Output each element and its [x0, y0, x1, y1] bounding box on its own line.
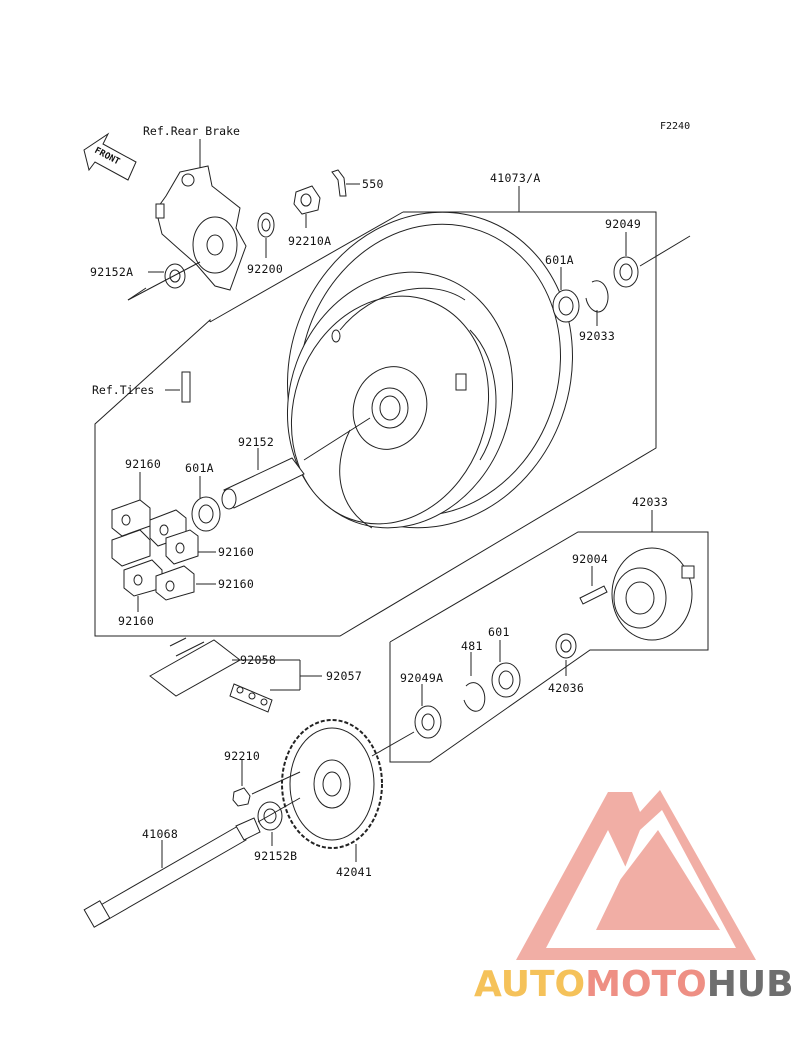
- label-601[interactable]: 601: [488, 625, 510, 639]
- coupling-42033-part: [611, 547, 695, 641]
- watermark-moto: MOTO: [585, 964, 707, 1005]
- bearing-601a-mid-part: [191, 496, 221, 532]
- label-92200[interactable]: 92200: [247, 262, 283, 276]
- label-92210a[interactable]: 92210A: [288, 234, 331, 248]
- label-42036[interactable]: 42036: [548, 681, 584, 695]
- label-92049a[interactable]: 92049A: [400, 671, 443, 685]
- label-92160-b[interactable]: 92160: [218, 545, 254, 559]
- axle-41068-part: [83, 817, 261, 928]
- label-92058[interactable]: 92058: [240, 653, 276, 667]
- label-92152a[interactable]: 92152A: [90, 265, 133, 279]
- label-92004[interactable]: 92004: [572, 552, 608, 566]
- label-42033[interactable]: 42033: [632, 495, 668, 509]
- bearing-601a-top-part: [552, 289, 580, 323]
- label-481[interactable]: 481: [461, 639, 483, 653]
- damper-92160-parts: [111, 499, 199, 601]
- sprocket-42041-part: [281, 719, 383, 849]
- label-42041[interactable]: 42041: [336, 865, 372, 879]
- watermark-auto: AUTO: [474, 964, 585, 1005]
- figure-code: F2240: [660, 121, 690, 132]
- label-41073a[interactable]: 41073/A: [490, 171, 541, 185]
- automotohub-logo-icon: [516, 790, 756, 960]
- label-92160-d[interactable]: 92160: [118, 614, 154, 628]
- label-601a-mid[interactable]: 601A: [185, 461, 214, 475]
- brake-bracket-part: [155, 165, 247, 291]
- seal-92049-part: [613, 256, 639, 288]
- seal-92049a-part: [414, 705, 442, 739]
- watermark-hub: HUB: [707, 964, 794, 1005]
- collar-92152-part: [221, 457, 305, 510]
- rear-wheel-part: [286, 211, 573, 529]
- stud-92004-part: [579, 585, 608, 605]
- chain-92057-part: [149, 637, 273, 713]
- nut-92210-part: [232, 787, 251, 807]
- label-41068[interactable]: 41068: [142, 827, 178, 841]
- collar-92152b-part: [257, 801, 283, 831]
- label-92152b[interactable]: 92152B: [254, 849, 297, 863]
- label-550[interactable]: 550: [362, 177, 384, 191]
- valve-stem-part: [181, 371, 191, 403]
- ref-tires-label[interactable]: Ref.Tires: [92, 383, 154, 397]
- washer-92200-part: [257, 212, 275, 238]
- label-92049[interactable]: 92049: [605, 217, 641, 231]
- collar-42036-part: [555, 633, 577, 659]
- label-92033[interactable]: 92033: [579, 329, 615, 343]
- front-arrow-icon: FRONT: [83, 132, 137, 181]
- label-92210[interactable]: 92210: [224, 749, 260, 763]
- nut-92210a-part: [293, 185, 321, 215]
- bearing-601-part: [491, 662, 521, 698]
- circlip-92033-part: [585, 280, 609, 313]
- circlip-481-part: [463, 682, 486, 712]
- label-92057[interactable]: 92057: [326, 669, 362, 683]
- cotter-pin-550-part: [331, 169, 347, 197]
- ref-rear-brake-label[interactable]: Ref.Rear Brake: [143, 124, 240, 138]
- label-601a-top[interactable]: 601A: [545, 253, 574, 267]
- label-92160-a[interactable]: 92160: [125, 457, 161, 471]
- collar-92152a-part: [164, 263, 186, 289]
- label-92160-c[interactable]: 92160: [218, 577, 254, 591]
- label-92152[interactable]: 92152: [238, 435, 274, 449]
- watermark-text: AUTOMOTOHUB: [474, 964, 794, 1005]
